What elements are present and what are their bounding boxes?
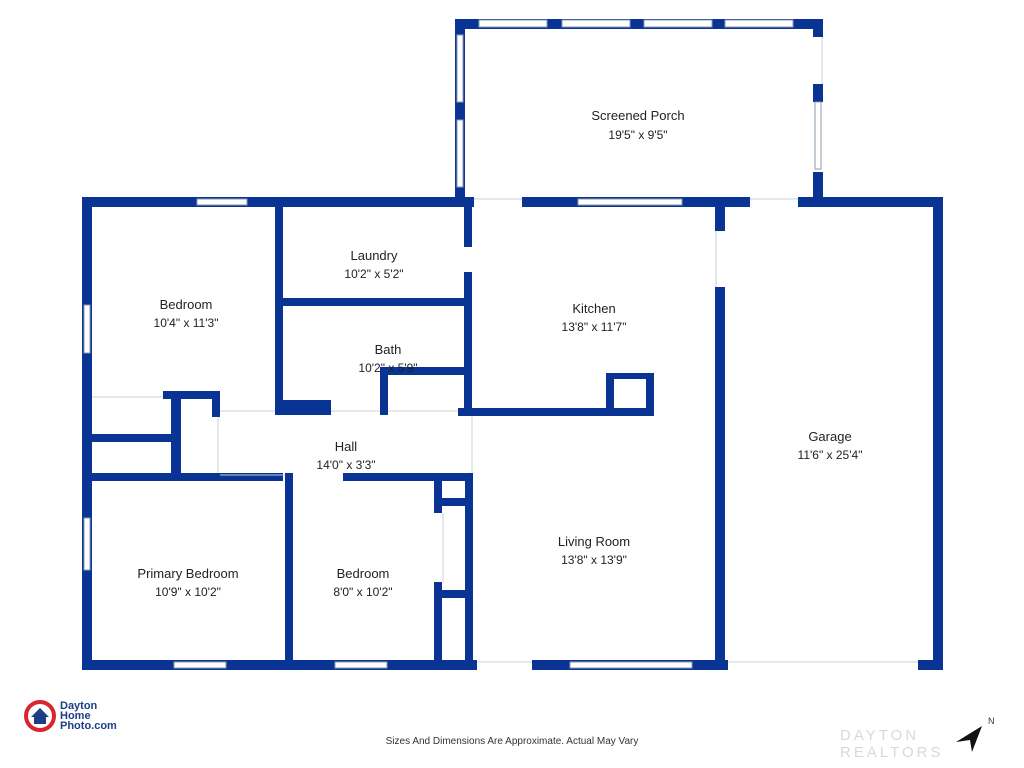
room-labels: Screened Porch 19'5" x 9'5" Laundry 10'2… [137, 108, 862, 599]
window [577, 198, 683, 206]
bottom-wall-left [82, 660, 477, 670]
brand-line3: Photo.com [60, 720, 117, 732]
window [456, 34, 464, 103]
window [196, 198, 248, 206]
room-dims-bedroom-2: 8'0" x 10'2" [333, 585, 392, 599]
north-arrow-icon: N [956, 716, 995, 752]
pantry-top [606, 373, 654, 379]
closet-mid-wall [82, 434, 181, 442]
north-label: N [988, 716, 995, 726]
window [334, 661, 388, 669]
room-name-kitchen: Kitchen [572, 301, 615, 316]
laundry-bath-wall [275, 298, 470, 306]
window [478, 19, 548, 28]
closet2-right-wall [465, 473, 473, 670]
closet-bottom-wall [82, 473, 227, 481]
kitchen-garage-wall [715, 287, 725, 670]
laundry-kitchen-wall-lower [464, 272, 472, 416]
kitchen-garage-wall-upper [715, 197, 725, 231]
left-wall [82, 197, 92, 670]
bath-inner-wall-vert [380, 367, 388, 415]
window [456, 119, 464, 188]
room-name-laundry: Laundry [351, 248, 398, 263]
closet2-left-wall-lower [434, 582, 442, 670]
room-dims-bath: 10'2" x 5'9" [358, 361, 417, 375]
window [724, 19, 794, 28]
window [814, 101, 822, 170]
room-dims-laundry: 10'2" x 5'2" [344, 267, 403, 281]
house-logo-icon [24, 700, 56, 732]
openings [92, 37, 918, 663]
porch-wall-right-lower [813, 172, 823, 202]
window [83, 304, 91, 354]
window [561, 19, 631, 28]
closet2-mid-wall [434, 498, 469, 506]
pantry-left [606, 373, 614, 413]
brand-logo: Dayton Home Photo.com [24, 700, 117, 732]
garage-right-wall [933, 197, 943, 670]
room-name-screened-porch: Screened Porch [591, 108, 684, 123]
bath-bottom-wall [275, 400, 331, 415]
hall-bottom-wall-right [343, 473, 473, 481]
room-name-bath: Bath [375, 342, 402, 357]
brand-line2: Home [60, 710, 91, 722]
top-wall-garage [798, 197, 943, 207]
room-dims-screened-porch: 19'5" x 9'5" [608, 128, 667, 142]
closet2-left-wall [434, 473, 442, 513]
brand-name: Dayton Home Photo.com [60, 700, 117, 732]
window [643, 19, 713, 28]
brand-line1: Dayton [60, 700, 98, 712]
closet-right-wall [212, 391, 220, 417]
disclaimer: Sizes And Dimensions Are Approximate. Ac… [385, 736, 639, 747]
bath-inner-wall [380, 367, 470, 375]
laundry-kitchen-wall [464, 197, 472, 247]
bedroom-divider-wall [285, 473, 293, 670]
room-dims-garage: 11'6" x 25'4" [798, 448, 863, 462]
kitchen-bottom-wall [458, 408, 654, 416]
room-name-hall: Hall [335, 439, 358, 454]
porch-wall-right-upper [813, 19, 823, 37]
room-dims-kitchen: 13'8" x 11'7" [562, 320, 627, 334]
room-dims-primary-bedroom: 10'9" x 10'2" [155, 585, 221, 599]
room-name-living-room: Living Room [558, 534, 630, 549]
window [83, 517, 91, 571]
window [173, 661, 227, 669]
porch-wall-top [455, 19, 823, 29]
room-dims-bedroom-1: 10'4" x 11'3" [154, 316, 219, 330]
room-name-bedroom-1: Bedroom [160, 297, 213, 312]
room-dims-hall: 14'0" x 3'3" [316, 458, 375, 472]
closet2-mid-wall-2 [434, 590, 469, 598]
porch-wall-right-mid [813, 84, 823, 102]
bottom-wall-garage-right [918, 660, 943, 670]
watermark: DAYTON REALTORS [840, 727, 944, 761]
hall-bottom-wall [180, 473, 283, 481]
room-name-primary-bedroom: Primary Bedroom [137, 566, 238, 581]
pantry-right [646, 373, 654, 413]
closet-top-wall [163, 391, 220, 399]
room-name-garage: Garage [808, 429, 851, 444]
windows [83, 19, 822, 669]
room-dims-living-room: 13'8" x 13'9" [561, 553, 627, 567]
porch-wall-left [455, 19, 465, 199]
room-name-bedroom-2: Bedroom [337, 566, 390, 581]
window [569, 661, 693, 669]
